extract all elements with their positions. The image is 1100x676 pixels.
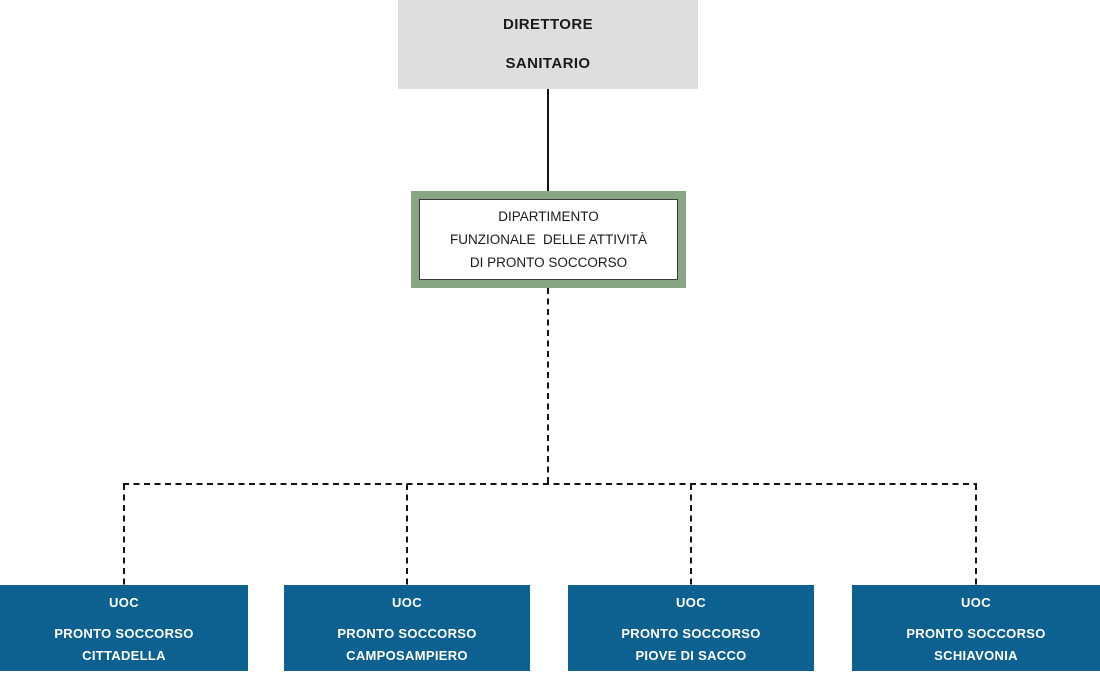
uoc-name: PRONTO SOCCORSO CAMPOSAMPIERO — [284, 623, 530, 667]
uoc-box-cittadella: UOC PRONTO SOCCORSO CITTADELLA — [0, 585, 248, 671]
uoc-box-piove-di-sacco: UOC PRONTO SOCCORSO PIOVE DI SACCO — [568, 585, 814, 671]
director-box-line: SANITARIO — [505, 55, 591, 72]
department-box-line: FUNZIONALE DELLE ATTIVITÀ — [449, 232, 648, 247]
uoc-name: PRONTO SOCCORSO SCHIAVONIA — [852, 623, 1100, 667]
uoc-name-line: SCHIAVONIA — [934, 648, 1018, 663]
uoc-name: PRONTO SOCCORSO PIOVE DI SACCO — [568, 623, 814, 667]
uoc-acronym: UOC — [960, 595, 992, 610]
uoc-name-line: PRONTO SOCCORSO — [906, 626, 1046, 641]
uoc-name-line: CAMPOSAMPIERO — [346, 648, 468, 663]
department-box-inner: DIPARTIMENTO FUNZIONALE DELLE ATTIVITÀ D… — [419, 199, 678, 280]
uoc-name-line: PRONTO SOCCORSO — [54, 626, 194, 641]
uoc-box-camposampiero: UOC PRONTO SOCCORSO CAMPOSAMPIERO — [284, 585, 530, 671]
uoc-acronym: UOC — [108, 595, 140, 610]
uoc-name-line: PRONTO SOCCORSO — [337, 626, 477, 641]
department-box-line: DI PRONTO SOCCORSO — [469, 255, 628, 270]
department-box-line: DIPARTIMENTO — [498, 209, 599, 224]
uoc-name: PRONTO SOCCORSO CITTADELLA — [0, 623, 248, 667]
uoc-acronym: UOC — [391, 595, 423, 610]
uoc-acronym: UOC — [675, 595, 707, 610]
department-box: DIPARTIMENTO FUNZIONALE DELLE ATTIVITÀ D… — [411, 191, 686, 288]
uoc-name-line: PIOVE DI SACCO — [635, 648, 747, 663]
uoc-box-schiavonia: UOC PRONTO SOCCORSO SCHIAVONIA — [852, 585, 1100, 671]
uoc-name-line: PRONTO SOCCORSO — [621, 626, 761, 641]
director-box-line: DIRETTORE — [503, 16, 593, 33]
uoc-name-line: CITTADELLA — [82, 648, 166, 663]
director-box: DIRETTORE SANITARIO — [398, 0, 698, 89]
